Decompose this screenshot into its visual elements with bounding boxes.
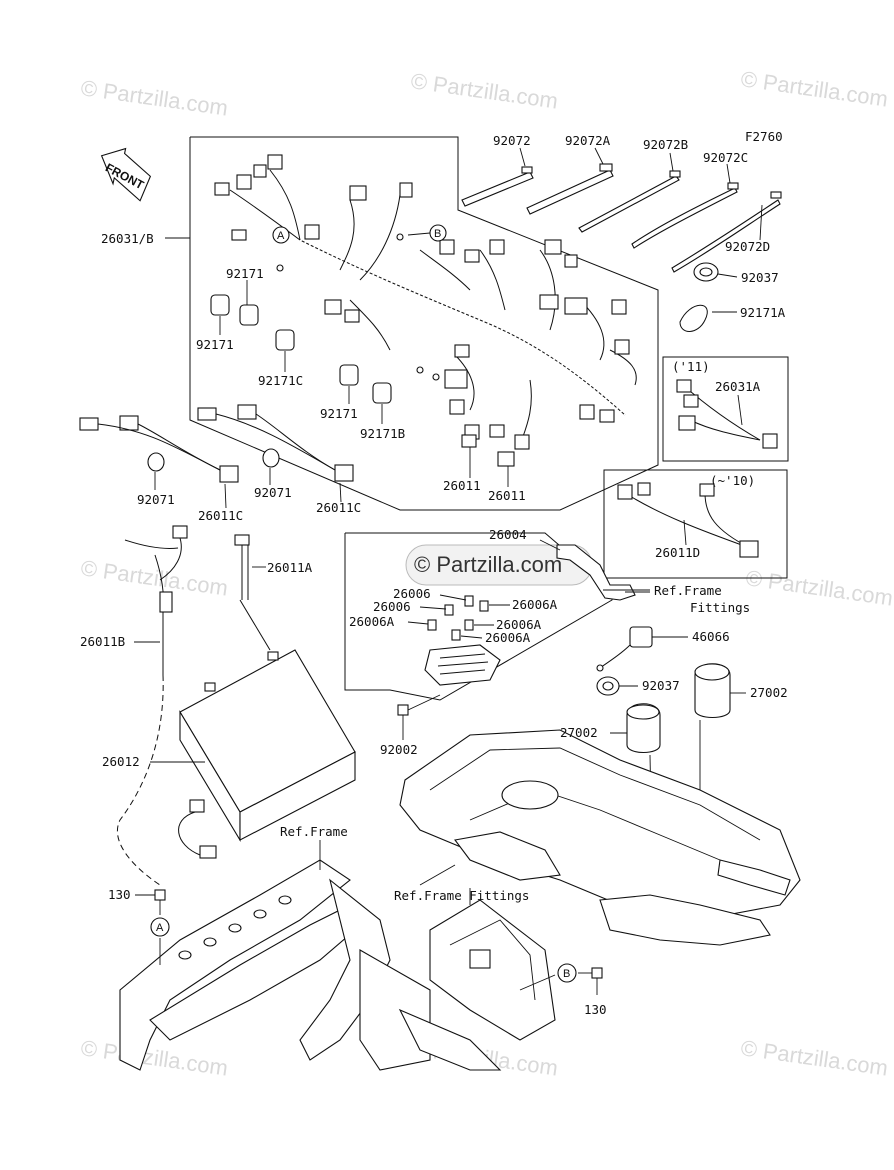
bolt-92002 [397,694,441,740]
harness-2011-box [662,356,789,462]
label-130-a: 130 [108,887,131,902]
relay-box-26004 [539,539,650,601]
label-26012: 26012 [102,754,140,769]
label-92171-b: 92171 [196,337,234,352]
sub-harness-26011C-left [79,415,239,509]
sub-harness-26011C-right [197,404,354,503]
fuse-box-block [424,644,501,686]
main-frame [119,840,556,1071]
clamp-92037-upper [693,262,738,282]
frame-fittings-tray [399,729,801,946]
harness-26031A [676,379,778,449]
circle-b-frame-label: B [563,968,570,980]
boot-27002-right [694,663,746,835]
label-26011B: 26011B [80,634,125,649]
ground-cable [178,799,217,859]
harness-2010-box [603,469,788,579]
label-26011D: 26011D [655,545,700,560]
label-26004: 26004 [489,527,527,542]
watermark: © Partzilla.com [409,68,559,113]
label-year-2011: ('11) [672,359,710,374]
label-92072D: 92072D [725,239,770,254]
reference-circle-a: A [272,226,290,244]
label-26011C-b: 26011C [316,500,361,515]
watermark: © Partzilla.com [744,565,894,610]
label-26006A-d: 26006A [485,630,531,645]
label-26006A-b: 26006A [512,597,558,612]
center-watermark: © Partzilla.com [405,544,593,586]
circle-a-label: A [277,230,285,242]
label-92071-a: 92071 [137,492,175,507]
watermark: © Partzilla.com [79,1035,229,1080]
sensor-46066 [596,626,688,672]
watermark: © Partzilla.com [79,555,229,600]
label-92071-b: 92071 [254,485,292,500]
fuse-box-group-outline [344,532,613,701]
label-year-2010: (~'10) [710,473,755,488]
bolt-130-left [135,889,166,965]
watermark: © Partzilla.com [739,1035,889,1080]
label-26011-a: 26011 [443,478,481,493]
part-labels: 92072 92072A 92072B 92072C 92072D 26031/… [80,133,788,1017]
boot-27002-left [610,703,661,861]
harness-group-outline [189,136,659,511]
label-26011C-a: 26011C [198,508,243,523]
watermark: © Partzilla.com [79,75,229,120]
label-92072: 92072 [493,133,531,148]
label-130-b: 130 [584,1002,607,1017]
label-ref-frame-main: Ref.Frame [280,824,348,839]
label-26006-b: 26006 [373,599,411,614]
label-92072B: 92072B [643,137,688,152]
leader-lines [165,237,650,886]
label-46066: 46066 [692,629,730,644]
band-92171A [679,304,737,332]
label-26006A-c: 26006A [496,617,542,632]
battery-cable-26011A [234,534,271,651]
label-27002-b: 27002 [560,725,598,740]
label-26011-b: 26011 [488,488,526,503]
label-92037-upper: 92037 [741,270,779,285]
label-92171-a: 92171 [226,266,264,281]
label-92171A: 92171A [740,305,786,320]
battery-cable-26011B [116,525,188,886]
label-26011A: 26011A [267,560,313,575]
label-92171C: 92171C [258,373,303,388]
reference-circle-b-frame: B [557,963,577,983]
front-arrow-icon: FRONT [100,147,152,202]
label-26006A-a: 26006A [349,614,395,629]
bolt-130-right [519,967,603,995]
clamp-92037-lower [596,676,638,696]
battery-26012 [150,649,356,842]
circle-a-frame-label: A [156,922,164,934]
label-92002: 92002 [380,742,418,757]
fuses-group [407,594,510,641]
label-26031B: 26031/B [101,231,154,246]
reference-circle-b: B [407,224,447,242]
figure-code: F2760 [745,129,783,144]
label-92171B: 92171B [360,426,405,441]
watermark: © Partzilla.com [739,66,889,111]
label-92072A: 92072A [565,133,611,148]
label-92171-c: 92171 [320,406,358,421]
label-ref-frame-fittings: Ref.Frame Fittings [394,888,529,903]
label-fittings: Fittings [690,600,750,615]
main-wiring-harness [214,154,637,450]
center-watermark-text: © Partzilla.com [414,552,562,577]
label-27002-a: 27002 [750,685,788,700]
connector-26011 [461,434,515,487]
reference-circle-a-frame: A [150,917,170,937]
label-ref-frame: Ref.Frame [654,583,722,598]
label-92037-lower: 92037 [642,678,680,693]
label-92072C: 92072C [703,150,748,165]
label-26031A: 26031A [715,379,761,394]
cable-ties-group [461,147,782,273]
grommet-92171-group [210,280,392,424]
label-26006-a: 26006 [393,586,431,601]
circle-b-label: B [434,228,441,240]
harness-26011D [617,482,759,558]
